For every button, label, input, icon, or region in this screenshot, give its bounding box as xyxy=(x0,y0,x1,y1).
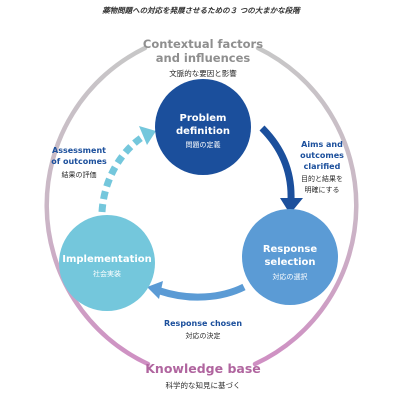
node-problem-line1: Problem xyxy=(180,113,227,124)
edge-assessment-line1: Assessment xyxy=(52,146,106,155)
outer-ring-right-arc xyxy=(252,45,359,367)
edge-assessment-sub: 結果の評価 xyxy=(62,170,97,179)
contextual-factors-label-line1: Contextual factors xyxy=(143,37,263,51)
arrow-aims-outcomes-head xyxy=(280,198,303,214)
node-response-circle xyxy=(242,209,338,305)
node-problem-circle xyxy=(155,79,251,175)
contextual-factors-sublabel: 文脈的な要因と影響 xyxy=(169,68,237,78)
arrow-assessment xyxy=(98,133,146,213)
knowledge-base-sublabel: 科学的な知見に基づく xyxy=(166,380,241,390)
arrow-aims-outcomes xyxy=(259,125,295,201)
node-problem-definition: Problem definition 問題の定義 xyxy=(155,79,251,175)
node-problem-sub: 問題の定義 xyxy=(186,140,221,149)
edge-aims-sub1: 目的と結果を xyxy=(301,174,343,183)
node-response-selection: Response selection 対応の選択 xyxy=(242,209,338,305)
node-response-line1: Response xyxy=(263,244,318,255)
knowledge-base-label: Knowledge base xyxy=(145,361,261,376)
outer-ring-left-arc xyxy=(44,45,151,367)
node-implementation: Implementation 社会実装 xyxy=(59,215,155,311)
edge-aims-line1: Aims and xyxy=(301,140,343,149)
diagram-title: 薬物問題への対応を発展させるための３ つの大まかな段階 xyxy=(101,6,301,15)
contextual-factors-label-line2: and influences xyxy=(156,51,251,65)
node-problem-line2: definition xyxy=(176,126,230,137)
node-response-line2: selection xyxy=(264,257,315,268)
edge-chosen-sub: 対応の決定 xyxy=(186,331,221,340)
edge-aims-line2: outcomes xyxy=(300,151,344,160)
node-implementation-line1: Implementation xyxy=(62,254,152,265)
arrow-response-chosen-head xyxy=(147,281,163,299)
outer-ring xyxy=(44,45,359,367)
edge-chosen-line1: Response chosen xyxy=(164,319,242,328)
edge-assessment-line2: of outcomes xyxy=(51,157,107,166)
edge-aims-line3: clarified xyxy=(304,162,341,171)
node-implementation-sub: 社会実装 xyxy=(93,269,121,278)
edge-aims-sub2: 明確にする xyxy=(304,185,339,194)
node-response-sub: 対応の選択 xyxy=(273,272,308,281)
node-implementation-circle xyxy=(59,215,155,311)
arrow-response-chosen xyxy=(158,283,246,301)
arrow-assessment-head xyxy=(139,126,156,145)
